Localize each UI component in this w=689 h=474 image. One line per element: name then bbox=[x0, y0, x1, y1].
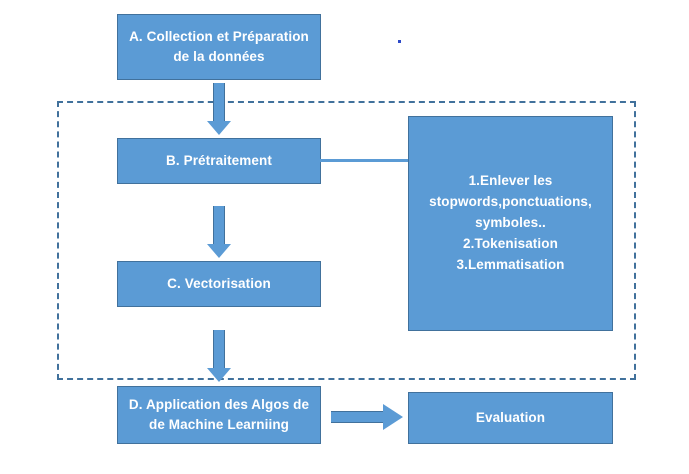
node-b-label: B. Prétraitement bbox=[166, 153, 272, 169]
node-b-pretraitement[interactable]: B. Prétraitement bbox=[117, 138, 321, 184]
grouping-frame-dashed bbox=[57, 101, 636, 380]
node-a-label: A. Collection et Préparation de la donné… bbox=[129, 29, 309, 64]
connector-b-to-detail bbox=[320, 159, 409, 162]
node-a-collection-preparation[interactable]: A. Collection et Préparation de la donné… bbox=[117, 14, 321, 80]
arrow-shaft bbox=[213, 330, 225, 368]
arrow-shaft bbox=[331, 411, 383, 423]
node-d-label: D. Application des Algos de de Machine L… bbox=[128, 397, 310, 432]
arrow-b-to-c-icon bbox=[207, 206, 231, 258]
node-evaluation[interactable]: Evaluation bbox=[408, 392, 613, 444]
node-detail-pretraitement-steps[interactable]: 1.Enlever les stopwords,ponctuations, sy… bbox=[408, 116, 613, 331]
node-c-label: C. Vectorisation bbox=[167, 276, 271, 292]
arrow-d-to-evaluation-icon bbox=[331, 404, 403, 430]
arrow-head bbox=[207, 121, 231, 135]
arrow-head bbox=[207, 244, 231, 258]
arrow-head bbox=[383, 404, 403, 430]
stray-dot-artifact bbox=[398, 40, 401, 43]
arrow-head bbox=[207, 368, 231, 382]
arrow-shaft bbox=[213, 206, 225, 244]
node-evaluation-label: Evaluation bbox=[475, 410, 546, 426]
node-detail-label: 1.Enlever les stopwords,ponctuations, sy… bbox=[429, 173, 592, 272]
arrow-c-to-d-icon bbox=[207, 330, 231, 382]
node-c-vectorisation[interactable]: C. Vectorisation bbox=[117, 261, 321, 307]
node-d-application-algos[interactable]: D. Application des Algos de de Machine L… bbox=[117, 386, 321, 444]
arrow-shaft bbox=[213, 83, 225, 121]
arrow-a-to-b-icon bbox=[207, 83, 231, 135]
